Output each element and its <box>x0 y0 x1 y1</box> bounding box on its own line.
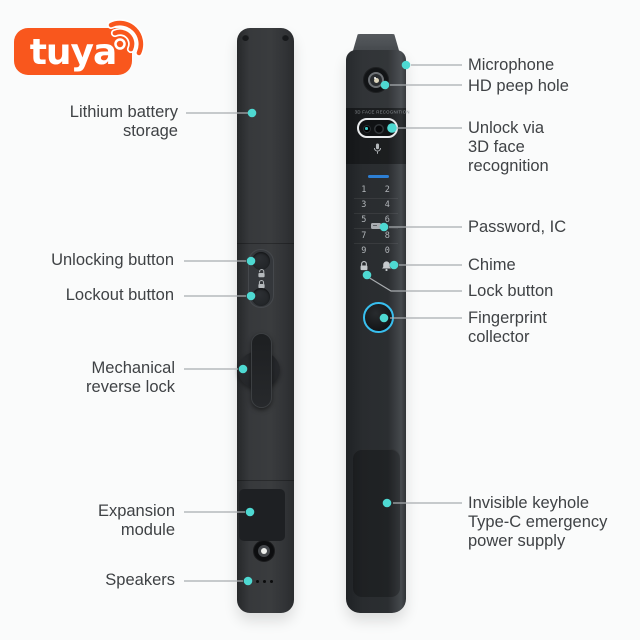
lens-center <box>261 548 267 554</box>
face-recognition-module <box>357 118 398 138</box>
callout-label-lithium-battery-storage: Lithium battery storage <box>69 103 178 140</box>
peep-iris <box>373 77 379 83</box>
callout-label-password-ic: Password, IC <box>468 218 567 236</box>
callout-label-unlocking-button: Unlocking button <box>51 251 174 269</box>
ic-card-icon <box>371 223 381 229</box>
panel-seam <box>237 243 294 244</box>
callout-label-speakers: Speakers <box>105 571 175 589</box>
callout-label-microphone: Microphone <box>468 56 555 74</box>
keypad-key: 6 <box>384 215 390 226</box>
keypad-key: 7 <box>361 230 367 241</box>
keypad-key: 2 <box>384 185 390 195</box>
touch-keypad: 1 2 3 4 5 6 7 8 9 0 <box>352 183 399 259</box>
screw-hole <box>242 34 249 41</box>
unlock-icon <box>258 269 265 278</box>
mechanical-reverse-lock-knob <box>251 333 272 408</box>
face-recognition-label: 3D FACE RECOGNITION <box>354 110 410 116</box>
keypad-key: 3 <box>361 200 367 211</box>
keypad-separator <box>354 243 398 244</box>
hd-peep-hole <box>363 67 389 93</box>
lock-top-cap <box>352 34 400 54</box>
face-camera <box>373 123 384 134</box>
peep-glint <box>374 77 376 79</box>
speaker-hole <box>256 580 259 583</box>
speaker-hole <box>263 580 266 583</box>
button-pill <box>248 249 274 308</box>
callout-label-expansion-module: Expansion module <box>97 502 175 539</box>
invisible-keyhole-cover <box>353 449 400 597</box>
keypad-key: 9 <box>361 245 367 256</box>
lock-front-panel: 3D FACE RECOGNITION 1 2 3 4 5 6 7 8 9 0 <box>346 50 410 613</box>
keypad-separator <box>354 198 398 199</box>
expansion-module <box>239 489 285 541</box>
lock-icon <box>258 280 265 289</box>
microphone-icon <box>373 143 382 154</box>
callout-label-lock-button: Lock button <box>468 282 554 300</box>
chime-bell-icon <box>382 261 391 272</box>
ir-camera <box>363 124 371 133</box>
keypad-key: 1 <box>361 185 367 195</box>
keypad-key: 8 <box>384 230 390 241</box>
speaker-hole <box>270 580 273 583</box>
tuya-wordmark: tuya <box>29 32 118 73</box>
callout-label-mechanical-reverse-lock: Mechanical reverse lock <box>86 359 175 396</box>
callout-label-fingerprint-collector: Fingerprint collector <box>468 309 547 346</box>
wifi-signal-icon <box>107 19 145 57</box>
lock-back-panel <box>237 28 294 613</box>
lockout-button <box>252 288 270 306</box>
camera-lens <box>253 540 275 562</box>
keypad-key: 0 <box>384 245 390 256</box>
callout-label-chime: Chime <box>468 256 516 274</box>
callout-label-invisible-keyhole: Invisible keyhole Type-C emergency power… <box>468 494 608 550</box>
keypad-key: 4 <box>384 200 390 211</box>
callout-label-lockout-button: Lockout button <box>65 286 174 304</box>
unlocking-button <box>252 252 270 270</box>
panel-seam <box>237 480 294 481</box>
lock-key-icon <box>360 261 368 271</box>
keypad-key: 5 <box>361 215 367 226</box>
display-accent-line <box>368 175 389 178</box>
screw-hole <box>282 34 289 41</box>
callout-label-hd-peep-hole: HD peep hole <box>468 77 569 95</box>
keypad-separator <box>354 213 398 214</box>
callout-label-3d-face-recognition: Unlock via 3D face recognition <box>468 119 549 175</box>
